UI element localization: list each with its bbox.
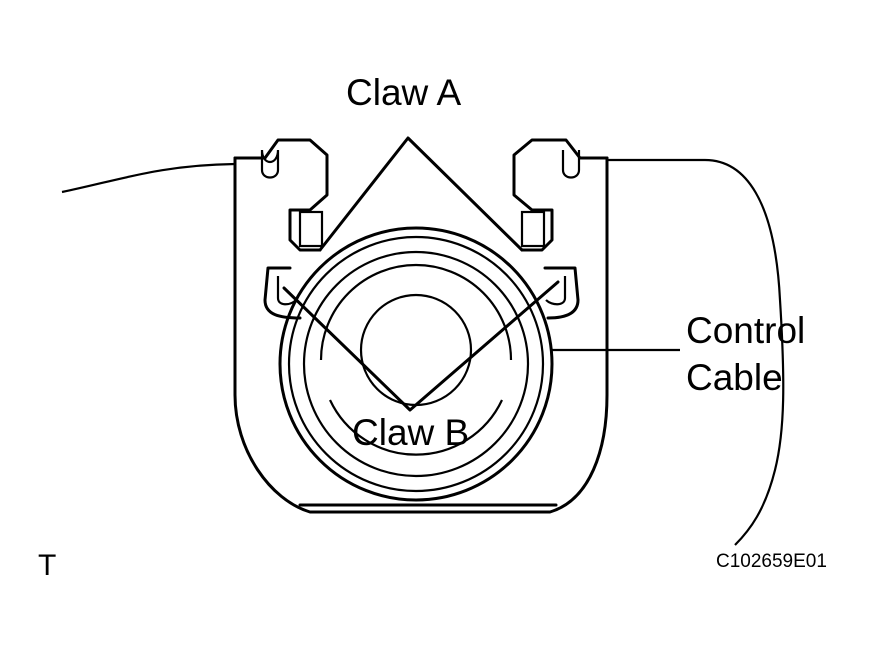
- cable-end-ring-3: [302, 250, 530, 478]
- cable-end-ring-2: [287, 235, 545, 493]
- claw-b-label: Claw B: [352, 412, 469, 453]
- figure-id: C102659E01: [716, 551, 827, 572]
- control-cable-label-line1: Control: [686, 310, 805, 351]
- cable-end-arc: [319, 263, 513, 361]
- claw-a-label: Claw A: [346, 72, 461, 113]
- right-slot: [520, 210, 546, 248]
- right-top-hook: [512, 138, 609, 252]
- left-slot: [298, 210, 324, 248]
- control-cable-label-line2: Cable: [686, 357, 783, 398]
- corner-mark: T: [38, 549, 56, 582]
- control-cable-left: [61, 162, 236, 194]
- cable-end-outer-ring: [278, 226, 554, 502]
- control-cable-right: [607, 158, 785, 546]
- right-mid-claw-inner: [545, 276, 567, 306]
- claw-b-pointer: [282, 280, 560, 412]
- cable-end-arc-lower: [329, 399, 503, 456]
- right-hook-notch: [561, 150, 581, 179]
- claw-a-pointer: [318, 136, 524, 252]
- left-mid-claw: [263, 266, 302, 320]
- right-mid-claw: [543, 266, 580, 320]
- left-top-hook: [233, 138, 329, 252]
- cable-end-core: [359, 293, 473, 407]
- left-hook-notch: [260, 149, 280, 179]
- bracket-body: [233, 156, 609, 514]
